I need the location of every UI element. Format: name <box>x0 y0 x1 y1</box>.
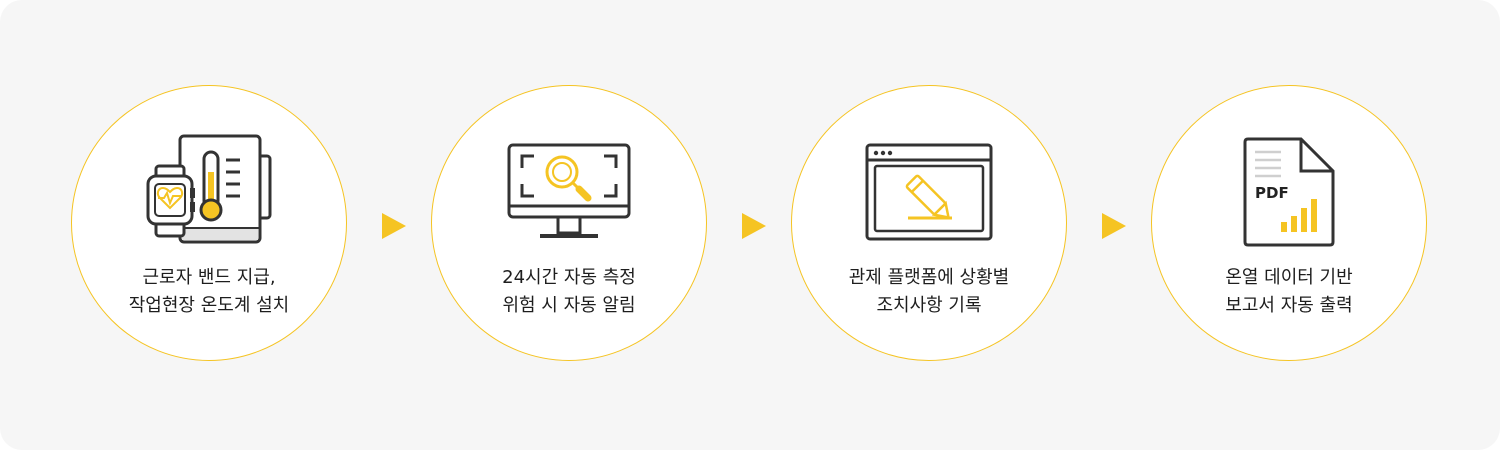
step-2: 24시간 자동 측정 위험 시 자동 알림 <box>431 85 707 361</box>
monitor-search-icon <box>507 143 631 238</box>
step-2-line-2: 위험 시 자동 알림 <box>502 295 636 316</box>
step-4: PDF 온열 데이터 기반 보고서 자동 출력 <box>1151 85 1427 361</box>
wearable-thermometer-icon <box>146 134 272 244</box>
step-1-caption: 근로자 밴드 지급, 작업현장 온도계 설치 <box>72 264 346 320</box>
step-1-line-2: 작업현장 온도계 설치 <box>128 295 290 316</box>
step-2-line-1: 24시간 자동 측정 <box>502 267 636 288</box>
step-2-caption: 24시간 자동 측정 위험 시 자동 알림 <box>432 264 706 320</box>
browser-edit-icon <box>865 143 993 241</box>
pdf-report-icon: PDF <box>1243 137 1335 247</box>
step-1-line-1: 근로자 밴드 지급, <box>142 267 276 288</box>
arrow-right-icon <box>1102 213 1126 239</box>
step-3-caption: 관제 플랫폼에 상황별 조치사항 기록 <box>792 264 1066 320</box>
step-4-line-1: 온열 데이터 기반 <box>1225 267 1353 288</box>
step-3: 관제 플랫폼에 상황별 조치사항 기록 <box>791 85 1067 361</box>
arrow-right-icon <box>742 213 766 239</box>
step-4-line-2: 보고서 자동 출력 <box>1225 295 1353 316</box>
step-3-line-1: 관제 플랫폼에 상황별 <box>848 267 1010 288</box>
step-3-line-2: 조치사항 기록 <box>876 295 982 316</box>
step-4-caption: 온열 데이터 기반 보고서 자동 출력 <box>1152 264 1426 320</box>
pdf-label: PDF <box>1255 184 1289 202</box>
arrow-right-icon <box>382 213 406 239</box>
step-1: 근로자 밴드 지급, 작업현장 온도계 설치 <box>71 85 347 361</box>
